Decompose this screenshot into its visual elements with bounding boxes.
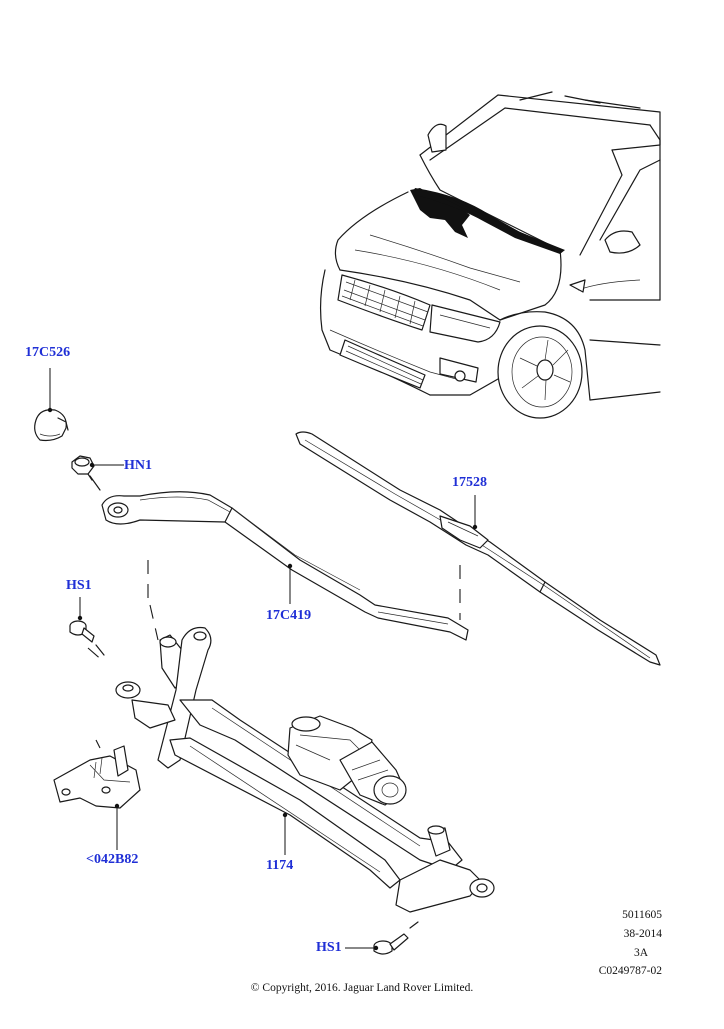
callout-bolt-hs1-upper: HS1 <box>66 578 92 593</box>
wiper-linkage-part <box>115 626 495 913</box>
callout-nut-hn1: HN1 <box>124 458 152 473</box>
wiper-arm-part <box>101 491 469 641</box>
callout-wiper-arm: 17C419 <box>266 608 312 623</box>
reference-number-4: C0249787-02 <box>598 965 662 977</box>
bolt-hs1-lower-part <box>373 921 419 955</box>
callout-cap: 17C526 <box>25 345 71 360</box>
nut-hn1-part <box>71 455 95 481</box>
reference-number-3: 3A <box>633 947 648 959</box>
callout-wiper-blade: 17528 <box>452 475 487 490</box>
callout-bracket: <042B82 <box>86 852 139 867</box>
callout-bolt-hs1-lower: HS1 <box>316 940 342 955</box>
callout-linkage: 1174 <box>266 858 294 873</box>
cap-part <box>34 409 69 442</box>
wiper-blade-part <box>295 431 661 666</box>
bracket-part <box>53 745 141 809</box>
reference-number-2: 38-2014 <box>623 928 662 940</box>
callout-leaders <box>47 368 478 951</box>
vehicle-illustration <box>319 91 661 419</box>
copyright-notice: © Copyright, 2016. Jaguar Land Rover Lim… <box>250 982 474 994</box>
reference-number-1: 5011605 <box>622 909 662 921</box>
bolt-hs1-upper-part <box>69 620 105 656</box>
